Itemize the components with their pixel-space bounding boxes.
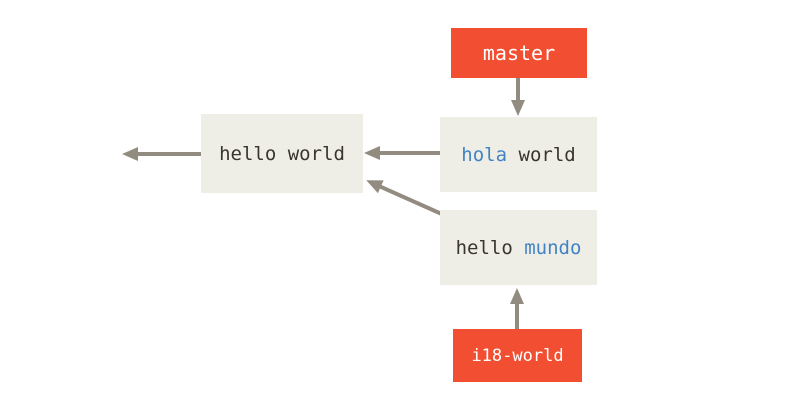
- commit-text: hello: [455, 236, 525, 259]
- branch-label-master: master: [451, 28, 587, 78]
- commit-text: hello world: [219, 142, 345, 165]
- branch-label-text: master: [482, 41, 556, 65]
- commit-text-highlight: mundo: [524, 236, 582, 259]
- commit-box-hello-mundo: hello mundo: [440, 210, 597, 285]
- commit-text: world: [507, 143, 576, 166]
- commit-box-hola-world: hola world: [440, 117, 597, 192]
- branch-label-i18-world: i18-world: [453, 329, 582, 382]
- commit-text-highlight: hola: [461, 143, 508, 166]
- commit-box-hello-world: hello world: [201, 114, 363, 193]
- branch-label-text: i18-world: [471, 345, 564, 366]
